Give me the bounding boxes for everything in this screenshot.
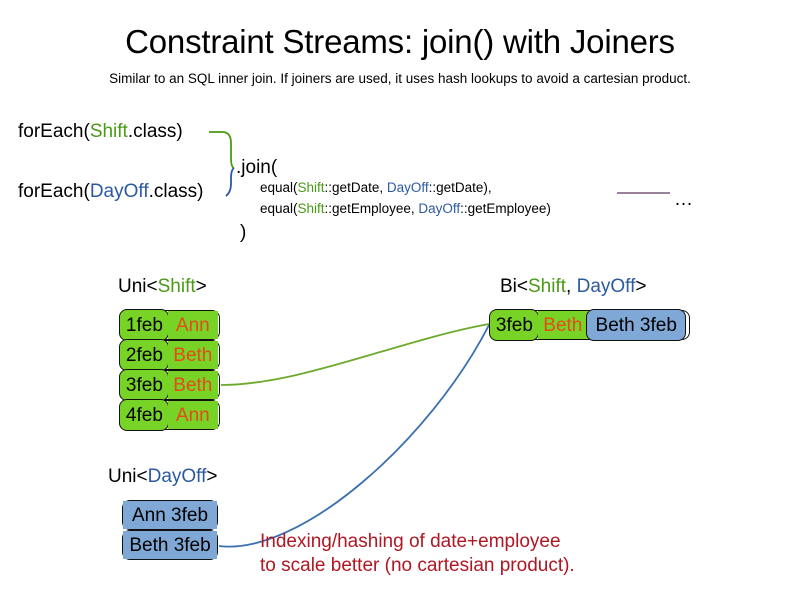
uni-shift-row[interactable]: 4feb Ann — [119, 399, 220, 431]
label-uni-dayoff-suffix: > — [206, 466, 218, 487]
code-joiner-1: equal(Shift::getEmployee, DayOff::getEmp… — [260, 200, 551, 217]
code-joiner-0-right-method: ::getDate), — [428, 180, 492, 195]
shift-date-cell: 2feb — [119, 339, 170, 371]
bi-date-cell: 3feb — [489, 309, 540, 341]
uni-shift-row[interactable]: 1feb Ann — [119, 309, 220, 341]
code-joiner-0-prefix: equal( — [260, 180, 298, 195]
dayoff-value-cell: Beth 3feb — [123, 531, 217, 559]
code-joiner-0-left-method: ::getDate, — [324, 180, 387, 195]
code-ellipsis: … — [674, 189, 693, 210]
label-uni-dayoff-prefix: Uni< — [108, 466, 148, 487]
code-foreach-dayoff-prefix: forEach( — [18, 181, 90, 202]
shift-date-cell: 1feb — [119, 309, 170, 341]
code-foreach-dayoff-suffix: .class) — [148, 181, 204, 202]
shift-date-cell: 3feb — [119, 369, 170, 401]
label-bi-type-b: DayOff — [576, 276, 636, 297]
label-bi-type-a: Shift — [528, 276, 567, 297]
label-uni-shift-suffix: > — [195, 276, 207, 297]
code-joiner-1-left-type: Shift — [297, 201, 325, 216]
code-foreach-dayoff-type: DayOff — [89, 181, 149, 202]
page-title: Constraint Streams: join() with Joiners — [125, 23, 675, 60]
label-uni-shift-prefix: Uni< — [118, 276, 158, 297]
code-foreach-shift-prefix: forEach( — [18, 121, 90, 142]
code-joiner-0: equal(Shift::getDate, DayOff::getDate), — [260, 179, 492, 196]
code-joiner-1-right-method: ::getEmployee) — [460, 201, 551, 216]
label-uni-shift-type: Shift — [157, 276, 196, 297]
code-joiner-1-prefix: equal( — [260, 201, 298, 216]
code-joiner-0-left-type: Shift — [297, 180, 325, 195]
label-uni-dayoff-type: DayOff — [147, 466, 207, 487]
code-foreach-dayoff: forEach(DayOff.class) — [18, 181, 204, 203]
uni-dayoff-row[interactable]: Beth 3feb — [122, 530, 218, 560]
label-bi: Bi<Shift, DayOff> — [500, 275, 646, 298]
shift-employee-cell: Beth — [167, 341, 218, 369]
code-foreach-shift-suffix: .class) — [127, 121, 183, 142]
bi-tuple-row[interactable]: 3feb Beth Beth 3feb — [489, 309, 690, 341]
code-join-close: ) — [240, 222, 247, 243]
bi-dayoff-cell: Beth 3feb — [586, 309, 687, 341]
wire-uni-shift-to-bi — [220, 323, 490, 386]
wire-uni-dayoff-to-bi — [218, 324, 490, 548]
code-joiner-1-left-method: ::getEmployee, — [324, 201, 419, 216]
annotation-line-1: Indexing/hashing of date+employee — [260, 531, 561, 552]
code-foreach-shift-type: Shift — [89, 121, 128, 142]
shift-employee-cell: Beth — [167, 371, 218, 399]
bi-employee-cell: Beth — [537, 311, 588, 339]
code-joiner-0-right-type: DayOff — [386, 180, 429, 195]
wire-dayoff-to-join — [225, 167, 235, 197]
label-bi-suffix: > — [635, 276, 647, 297]
shift-date-cell: 4feb — [119, 399, 170, 431]
uni-shift-row[interactable]: 2feb Beth — [119, 339, 220, 371]
label-uni-shift: Uni<Shift> — [118, 275, 207, 298]
wire-shift-to-join — [209, 131, 235, 169]
code-joiner-1-right-type: DayOff — [418, 201, 461, 216]
code-join-open: .join( — [236, 157, 278, 178]
label-bi-separator: , — [566, 276, 577, 297]
page-subtitle: Similar to an SQL inner join. If joiners… — [109, 71, 691, 86]
uni-dayoff-row[interactable]: Ann 3feb — [122, 500, 218, 530]
annotation-line-2: to scale better (no cartesian product). — [260, 555, 575, 576]
shift-employee-cell: Ann — [167, 401, 218, 429]
dayoff-value-cell: Ann 3feb — [123, 501, 217, 529]
code-foreach-shift: forEach(Shift.class) — [18, 121, 183, 143]
label-uni-dayoff: Uni<DayOff> — [108, 465, 218, 488]
shift-employee-cell: Ann — [167, 311, 218, 339]
uni-shift-row[interactable]: 3feb Beth — [119, 369, 220, 401]
label-bi-prefix: Bi< — [500, 276, 528, 297]
